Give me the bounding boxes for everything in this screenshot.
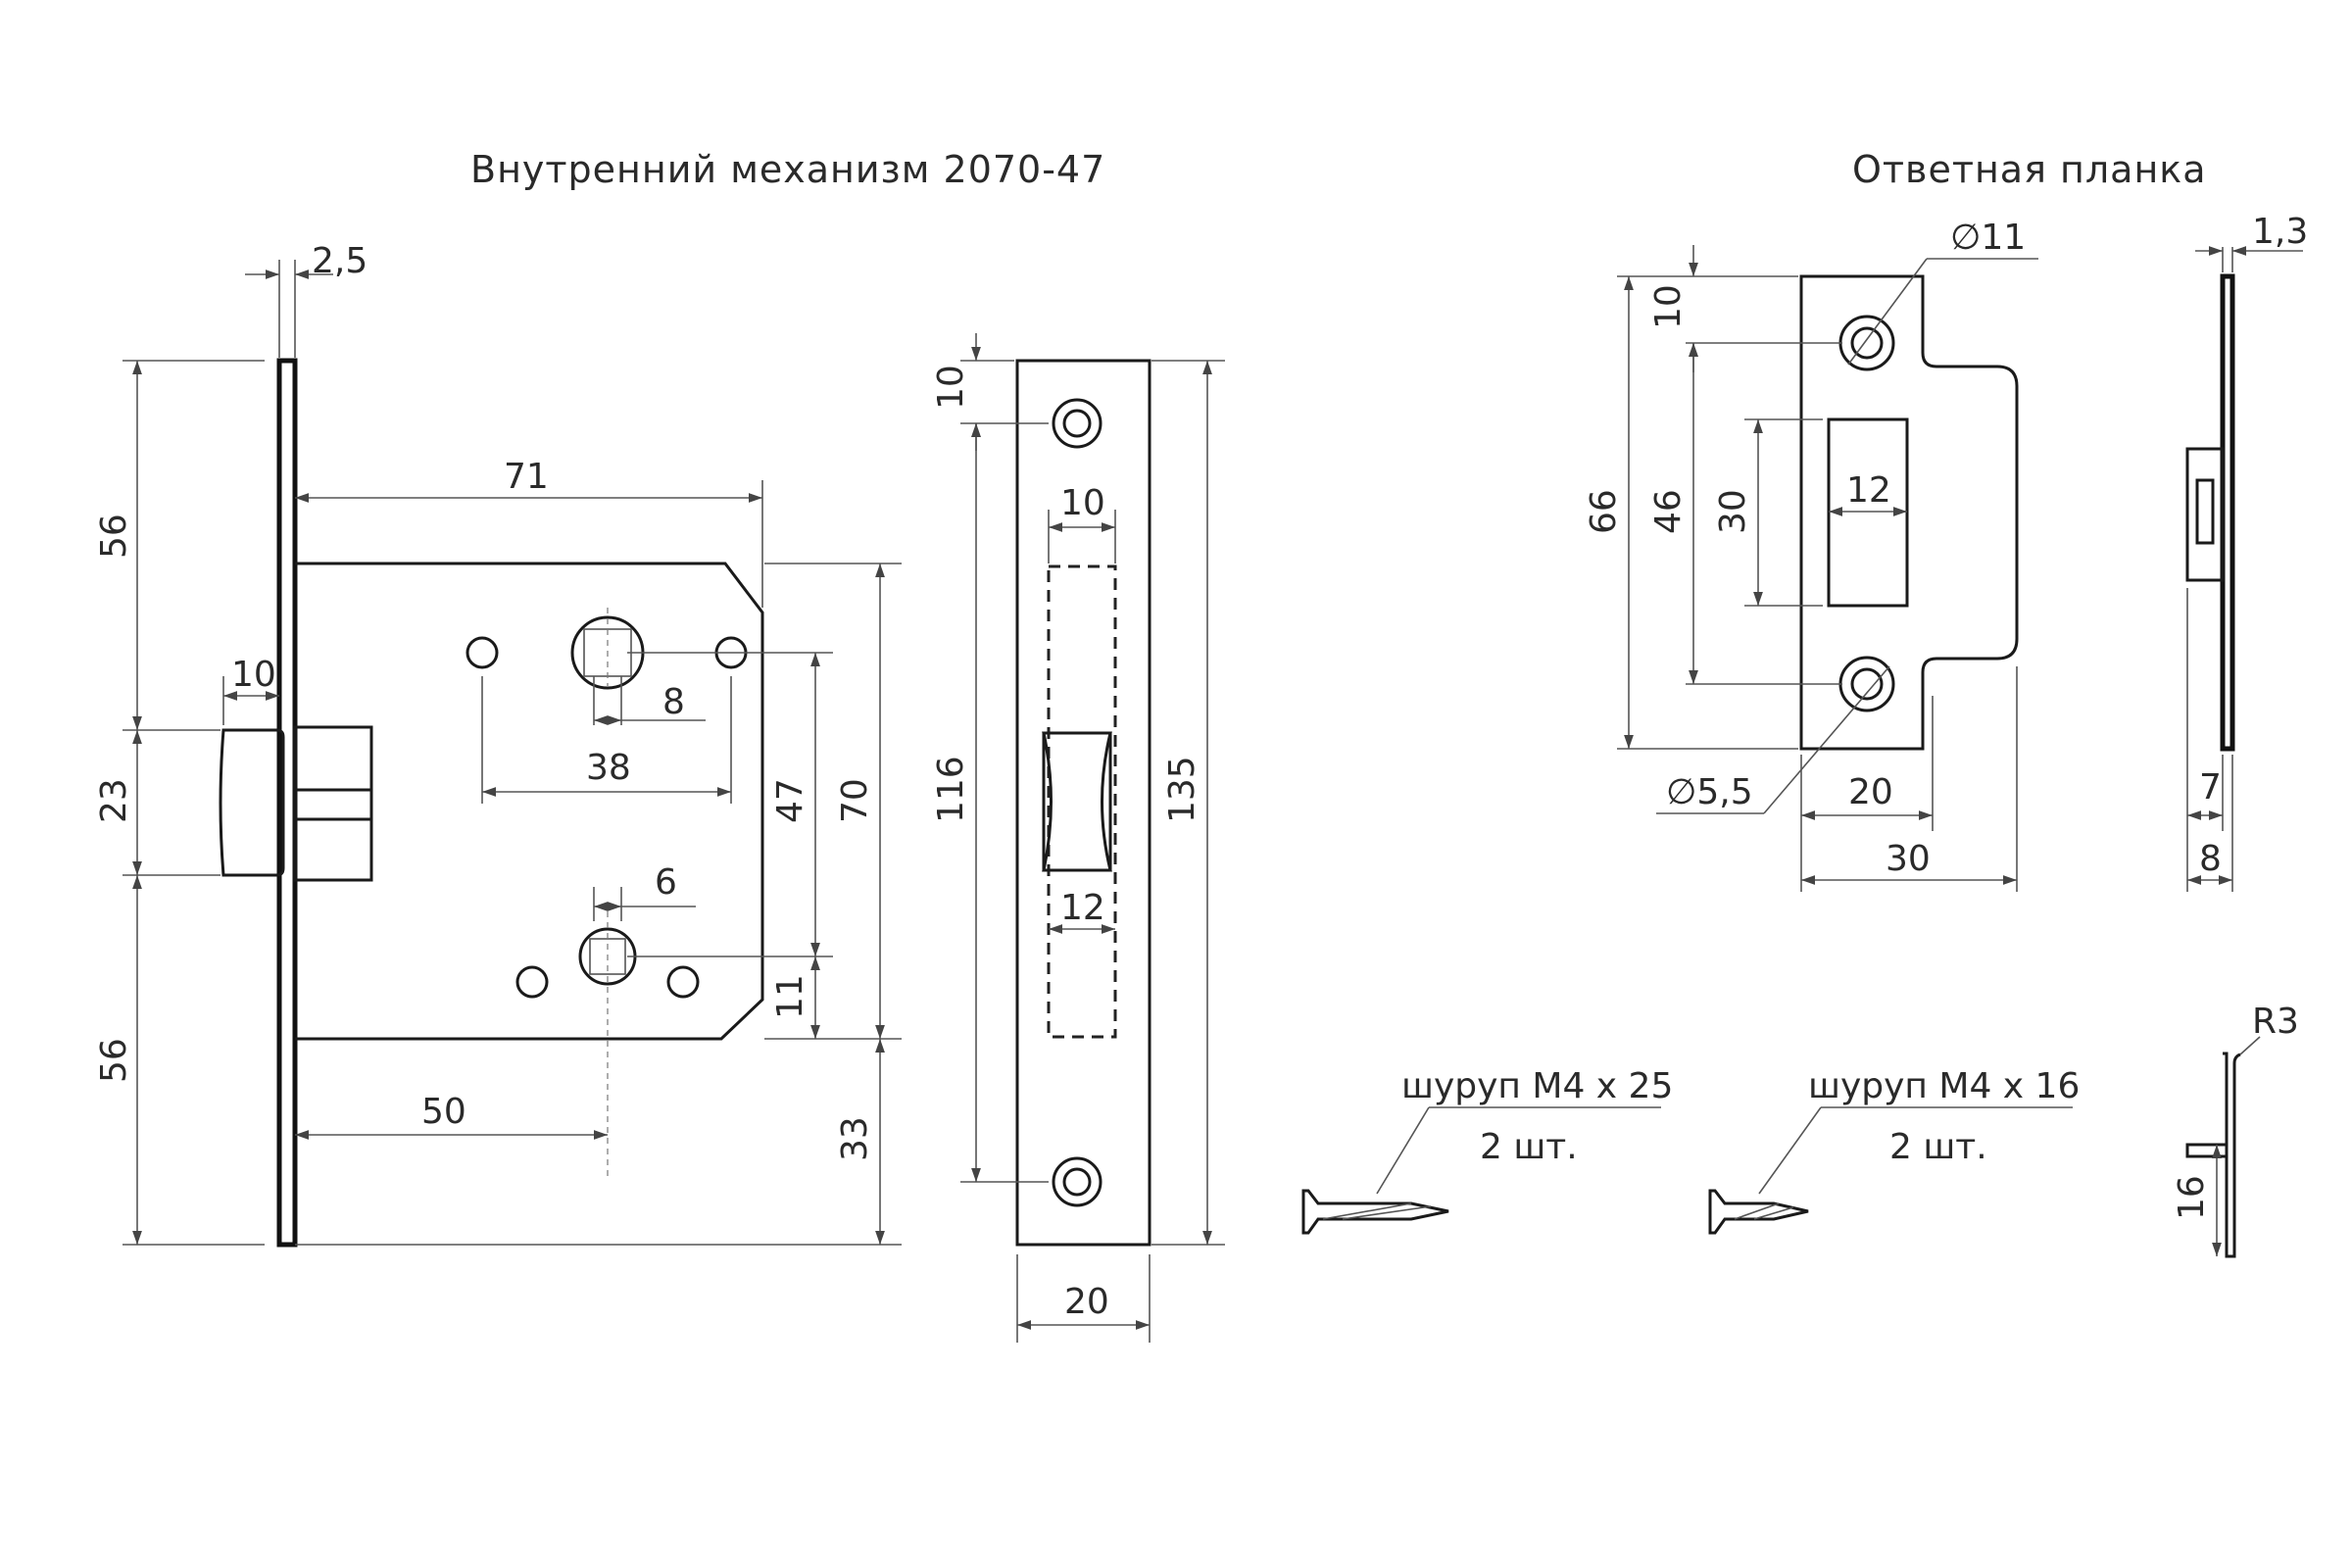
strike-dim-12: 12 xyxy=(1846,470,1891,511)
mechanism-faceplate xyxy=(276,358,298,1248)
faceplate xyxy=(1015,359,1152,1247)
mounting-hole xyxy=(515,965,549,999)
screw-long-qty: 2 шт. xyxy=(1480,1127,1578,1167)
screw-hole-top xyxy=(1052,398,1102,449)
strike-dim-30-h: 30 xyxy=(1713,489,1753,534)
faceplate-front-view: 10 10 116 135 12 20 xyxy=(931,333,1225,1343)
screw-hole-bottom xyxy=(1052,1156,1102,1207)
strike-dim-66: 66 xyxy=(1584,489,1624,534)
detail-dim-r3: R3 xyxy=(2252,1002,2299,1042)
dim-38: 38 xyxy=(586,748,631,788)
side-dim-8: 8 xyxy=(2199,839,2222,879)
strike-side-lip xyxy=(2185,447,2225,582)
mechanism-title: Внутренний механизм 2070-47 xyxy=(470,148,1105,191)
detail-dim-16: 16 xyxy=(2172,1175,2212,1220)
mounting-hole xyxy=(466,636,499,669)
strike-dim-10: 10 xyxy=(1648,284,1689,329)
fp-dim-20: 20 xyxy=(1064,1282,1109,1322)
screw-short-body xyxy=(1708,1189,1809,1235)
strike-hole-top xyxy=(1838,315,1895,371)
screw-short-label: шуруп М4 х 16 xyxy=(1808,1066,2080,1106)
strike-lip-detail: R3 16 xyxy=(2172,1002,2299,1258)
dim-6: 6 xyxy=(655,862,677,903)
mounting-hole xyxy=(666,965,700,999)
strike-dim-20: 20 xyxy=(1848,772,1893,812)
latch-window xyxy=(1042,731,1112,872)
dim-70: 70 xyxy=(835,778,875,823)
screw-long-body xyxy=(1301,1189,1449,1235)
latch-housing xyxy=(293,725,373,882)
lip-profile xyxy=(2223,1052,2241,1258)
strike-dim-phi11: ∅11 xyxy=(1950,218,2026,258)
dim-23: 23 xyxy=(94,778,134,823)
strike-dim-46: 46 xyxy=(1648,489,1689,534)
screw-short-qty: 2 шт. xyxy=(1889,1127,1987,1167)
dim-8: 8 xyxy=(662,682,685,722)
dim-56-bottom: 56 xyxy=(94,1038,134,1083)
strike-dim-phi5-5: ∅5,5 xyxy=(1666,772,1753,812)
lock-mechanism-side-view: 2,5 71 56 23 56 10 8 38 47 70 6 11 50 33 xyxy=(94,241,902,1248)
strike-plate-front-view: ∅11 10 66 46 30 12 ∅5,5 20 30 xyxy=(1584,218,2038,892)
strike-plate-title: Ответная планка xyxy=(1852,148,2207,191)
fp-dim-10-latch: 10 xyxy=(1060,483,1105,523)
latch-tongue xyxy=(219,728,285,877)
screw-short: шуруп М4 х 16 2 шт. xyxy=(1708,1066,2080,1235)
dim-11: 11 xyxy=(770,974,810,1019)
dim-2-5: 2,5 xyxy=(312,241,368,281)
dim-10: 10 xyxy=(231,655,276,695)
mechanism-body xyxy=(295,562,764,1041)
strike-hole-bottom xyxy=(1838,656,1895,712)
side-dim-1-3: 1,3 xyxy=(2252,212,2308,252)
side-dim-7: 7 xyxy=(2199,767,2222,808)
dim-56-top: 56 xyxy=(94,514,134,559)
strike-opening xyxy=(1827,417,1909,608)
dim-50: 50 xyxy=(421,1092,466,1132)
fp-dim-135: 135 xyxy=(1162,756,1202,823)
latch-window-hidden xyxy=(1047,564,1117,1039)
fp-dim-10-top: 10 xyxy=(931,365,971,410)
strike-plate xyxy=(1799,274,2019,751)
strike-plate-side-view: 1,3 7 8 xyxy=(2185,212,2308,892)
dim-71: 71 xyxy=(504,457,549,497)
dim-47: 47 xyxy=(770,778,810,823)
screw-long: шуруп М4 х 25 2 шт. xyxy=(1301,1066,1673,1235)
dim-33: 33 xyxy=(835,1116,875,1161)
fp-dim-12: 12 xyxy=(1060,888,1105,928)
latch-front xyxy=(1042,731,1112,872)
screw-long-label: шуруп М4 х 25 xyxy=(1401,1066,1673,1106)
strike-dim-30-w: 30 xyxy=(1886,839,1931,879)
fp-dim-116: 116 xyxy=(931,756,971,823)
